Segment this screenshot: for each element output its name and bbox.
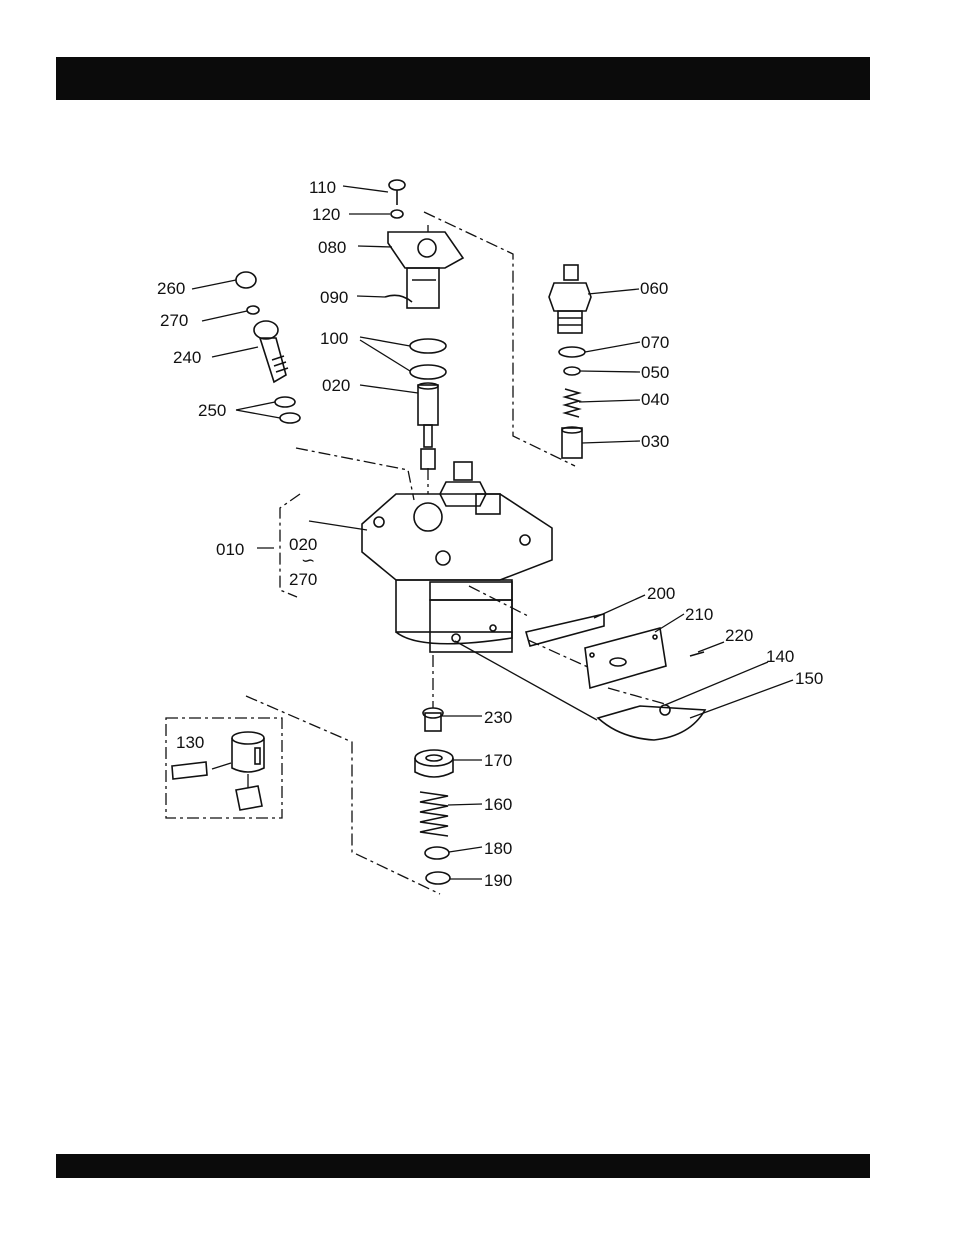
- label-range-end: 270: [289, 570, 317, 589]
- label-060: 060: [640, 279, 668, 298]
- rack-200-part: [526, 614, 604, 646]
- gasket-070-part: [559, 347, 585, 357]
- outlet-fitting-part: [440, 462, 500, 514]
- label-150: 150: [795, 669, 823, 688]
- banjo-240-part: [254, 321, 288, 382]
- flange-080-part: [388, 232, 463, 308]
- plate-210-part: [585, 628, 666, 688]
- label-100: 100: [320, 329, 348, 348]
- label-040: 040: [641, 390, 669, 409]
- washer-250a-part: [275, 397, 295, 407]
- label-140: 140: [766, 647, 794, 666]
- washer-250b-part: [280, 413, 300, 423]
- washer-120-part: [391, 210, 403, 218]
- ring-190-part: [426, 872, 450, 884]
- label-260: 260: [157, 279, 185, 298]
- pin-090-part: [385, 295, 412, 302]
- washer-270-part: [247, 306, 259, 314]
- label-080: 080: [318, 238, 346, 257]
- label-range-sep: ∽: [301, 551, 315, 570]
- label-120: 120: [312, 205, 340, 224]
- spring-160-part: [420, 792, 448, 836]
- label-190: 190: [484, 871, 512, 890]
- label-200: 200: [647, 584, 675, 603]
- label-090: 090: [320, 288, 348, 307]
- seat-180-part: [425, 847, 449, 859]
- label-130: 130: [176, 733, 204, 752]
- label-180: 180: [484, 839, 512, 858]
- part-labels: 110 120 080 090 100 020 260 270 240 250 …: [157, 178, 823, 890]
- oring-100a-part: [410, 339, 446, 353]
- screw-220-part: [690, 652, 704, 656]
- label-110: 110: [309, 178, 336, 197]
- label-170: 170: [484, 751, 512, 770]
- label-240: 240: [173, 348, 201, 367]
- label-030: 030: [641, 432, 669, 451]
- valve-030-part: [562, 427, 582, 458]
- label-210: 210: [685, 605, 713, 624]
- tappet-230-part: [423, 708, 443, 731]
- pump-body-010-part: [362, 494, 552, 652]
- bolt-260-part: [236, 272, 256, 288]
- plunger-020-part: [418, 383, 438, 469]
- gasket-150-part: [598, 706, 705, 740]
- seat-170-part: [415, 750, 453, 777]
- spring-040-part: [565, 389, 579, 417]
- label-020: 020: [322, 376, 350, 395]
- oring-100b-part: [410, 365, 446, 379]
- label-230: 230: [484, 708, 512, 727]
- label-010: 010: [216, 540, 244, 559]
- label-050: 050: [641, 363, 669, 382]
- label-160: 160: [484, 795, 512, 814]
- label-070: 070: [641, 333, 669, 352]
- label-250: 250: [198, 401, 226, 420]
- label-270: 270: [160, 311, 188, 330]
- label-220: 220: [725, 626, 753, 645]
- washer-050-part: [564, 367, 580, 375]
- pin-140-part: [660, 705, 670, 715]
- valve-holder-060-part: [549, 265, 591, 333]
- screw-110-part: [389, 180, 405, 205]
- leader-lines: [192, 186, 793, 879]
